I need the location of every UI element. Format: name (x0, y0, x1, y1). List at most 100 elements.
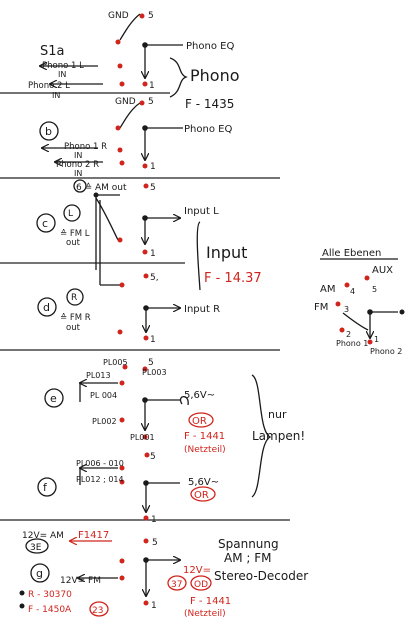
e-ref-sub: (Netzteil) (184, 445, 226, 455)
input-section (36, 179, 201, 332)
e-voltage-label: 5,6V~ (184, 390, 215, 401)
phono-1-r-in-sub: IN (74, 151, 82, 160)
phono-title: Phono (190, 66, 240, 85)
input-title: Input (206, 243, 247, 262)
lamps-labels: e PL005 5 PL003 PL013 PL 004 PL002 PL001… (43, 358, 305, 525)
b-pin-1-label: 1 (150, 162, 156, 172)
gnd-label: GND (108, 11, 129, 21)
e-or-label: OR (192, 416, 207, 427)
r-30370-label: R - 30370 (28, 590, 72, 600)
phono-1-r-input-label: Phono 1 R (64, 142, 107, 152)
c-pin-1-label: 1 (150, 249, 156, 259)
phono-eq-output-label: Phono EQ (186, 41, 234, 52)
voltage-labels: 12V= AM 3E F1417 5 Spannung AM ; FM g 12… (22, 530, 308, 619)
am-label: AM (320, 284, 335, 295)
input-dots (93, 183, 149, 341)
phono-2-r-input-label: Phono 2 R (56, 160, 99, 170)
phono-2-l-in-sub: IN (52, 91, 60, 100)
fm-label: FM (314, 302, 328, 313)
aux-label: AUX (372, 265, 393, 276)
input-ref-label: F - 14.37 (204, 271, 262, 286)
circle-3e-label: 3E (30, 543, 42, 553)
aux-pin-label: 5 (372, 285, 377, 294)
b-gnd-label: GND (115, 97, 136, 107)
pl004-label: PL 004 (90, 391, 117, 400)
deck-g-label: g (36, 567, 43, 580)
12v-fm-label: 12V= FM (60, 576, 101, 586)
circle-23-label: 23 (92, 606, 103, 616)
pl001-label: PL001 (130, 433, 155, 442)
f-1450a-label: F - 1450A (28, 605, 72, 615)
b-phono-eq-output-label: Phono EQ (184, 124, 232, 135)
circle-37-label: 37 (171, 580, 182, 590)
stereo-decoder-label: Stereo-Decoder (214, 569, 308, 583)
deck-b-label: b (45, 125, 52, 138)
f-pin-5-label: 5 (150, 452, 156, 462)
side-labels: Alle Ebenen AUX AM 4 5 FM 3 Phono 1 2 Ph… (314, 248, 402, 356)
b-pin-5-label: 5 (148, 97, 154, 107)
c-fm-l-label: ≙ FM L (60, 229, 90, 239)
fm-pin-label: 3 (344, 305, 349, 314)
alle-ebenen-title: Alle Ebenen (322, 248, 381, 259)
deck-e-label: e (50, 392, 57, 405)
note-lampen: Lampen! (252, 429, 305, 443)
f1417-ref-label: F1417 (78, 530, 109, 541)
c-fm-l-out-sub: out (66, 238, 81, 248)
d-pin-1-label: 1 (150, 335, 156, 345)
12v-right-label: 12V= (183, 565, 211, 576)
phono-1-pin-label: 2 (346, 330, 351, 339)
12v-am-label: 12V= AM (22, 531, 64, 541)
lamps-section (37, 374, 272, 512)
voltage-dots (19, 538, 149, 609)
input-pin-5-label: 5 (150, 183, 156, 193)
e-ref-label: F - 1441 (184, 431, 225, 442)
am-pin-label: 4 (350, 287, 355, 296)
pin-1-label: 1 (149, 81, 155, 91)
phono-dots (115, 13, 148, 169)
pl003-label: PL003 (142, 368, 167, 377)
phono-labels: GND 5 S1a Phono EQ Phono 1 L IN Phono 2 … (28, 11, 240, 178)
f-pin-1-label: 1 (151, 515, 157, 525)
f-voltage-label: 5,6V~ (188, 477, 219, 488)
phono-section (40, 13, 188, 162)
deck-f-label: f (43, 481, 48, 494)
switch-s1a-label: S1a (40, 44, 65, 59)
spannung-title: Spannung (218, 537, 279, 551)
side-panel (320, 258, 398, 338)
voltage-section (25, 539, 212, 617)
input-r-output-label: Input R (184, 304, 220, 315)
f-or-label: OR (194, 490, 209, 501)
pl012-014-label: PL012 ; 014 (76, 475, 124, 484)
pl002-label: PL002 (92, 417, 117, 426)
phono-2-pin-label: 1 (374, 335, 379, 344)
v-pin-5-label: 5 (152, 538, 158, 548)
v-pin-1-label: 1 (151, 601, 157, 611)
am-fm-title: AM ; FM (224, 551, 272, 565)
phono-1-label: Phono 1 (336, 339, 368, 348)
lamps-dots (119, 364, 150, 521)
side-dots (335, 275, 405, 345)
d-r-circle-label: R (71, 293, 77, 303)
input-labels: 6 ≙ AM out 5 c L ≙ FM L out Input L 1 In… (42, 182, 262, 345)
pl006-010-label: PL006 - 010 (76, 459, 124, 468)
decoder-ref-label: F - 1441 (190, 596, 231, 607)
phono-2-r-in-sub: IN (74, 169, 82, 178)
d-fm-r-out-sub: out (66, 323, 81, 333)
pin-5-label: 5 (148, 11, 154, 21)
e-pin-5-label: 5 (148, 358, 154, 368)
am-out-label: 6 ≙ AM out (76, 182, 127, 193)
phono-ref-label: F - 1435 (185, 97, 234, 111)
pl005-label: PL005 (103, 358, 128, 367)
deck-d-label: d (43, 301, 50, 314)
d-pin-5-label: 5, (150, 273, 159, 283)
phono-2-label: Phono 2 (370, 347, 402, 356)
pl013-label: PL013 (86, 371, 111, 380)
input-l-output-label: Input L (184, 206, 219, 217)
phono-1-l-input-label: Phono 1 L (42, 61, 84, 71)
c-l-circle-label: L (68, 209, 73, 219)
note-nur: nur (268, 408, 287, 421)
decoder-ref-sub: (Netzteil) (184, 609, 226, 619)
phono-1-l-in-sub: IN (58, 70, 66, 79)
phono-2-l-input-label: Phono 2 L (28, 81, 70, 91)
